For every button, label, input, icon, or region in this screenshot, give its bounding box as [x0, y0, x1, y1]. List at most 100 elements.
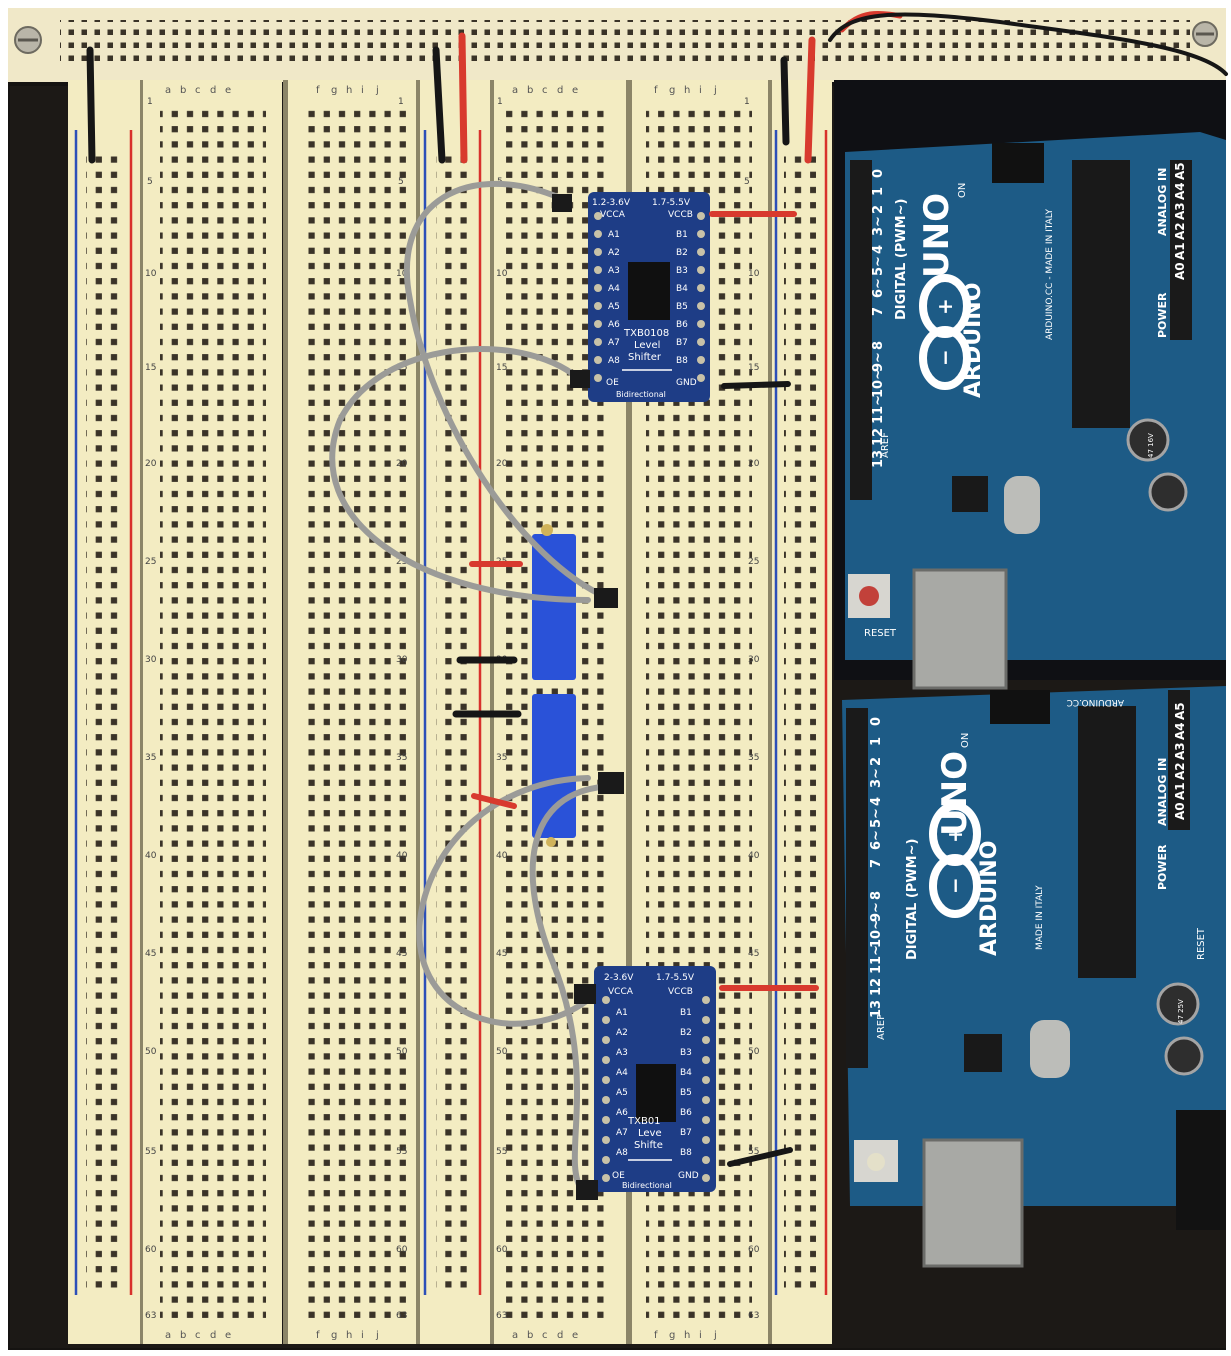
pin — [697, 284, 705, 292]
pin-label: 7 — [871, 307, 886, 316]
row-number: 45 — [396, 949, 407, 959]
pin-label: A1 — [608, 230, 620, 240]
pin-label: A5 — [1173, 702, 1187, 720]
pin — [702, 1016, 710, 1024]
row-number: 40 — [496, 851, 508, 861]
row-number: 30 — [396, 655, 408, 665]
logo-minus: − — [933, 349, 957, 366]
gnd-label: GND — [676, 378, 697, 388]
row-number: 5 — [744, 177, 750, 187]
digital-header — [846, 708, 868, 1068]
rail-holes — [86, 150, 118, 1290]
pin — [702, 1116, 710, 1124]
pin — [602, 1076, 610, 1084]
pin-label: 10~ — [871, 369, 886, 398]
capacitor-label: 47 16V — [1147, 433, 1155, 458]
row-number: 1 — [744, 97, 750, 107]
pin-label: 13 — [871, 450, 886, 468]
arduino-logo-icon: − + — [919, 274, 971, 390]
pin-label: B2 — [680, 1028, 692, 1038]
vcca-label: VCCA — [600, 210, 626, 220]
col-letter: h — [346, 85, 352, 96]
row-number: 10 — [748, 269, 760, 279]
arduino-brand: ARDUINO — [977, 841, 1002, 956]
pin-labels-a: A1 A2 A3 A4 A5 A6 A7 A8 — [608, 230, 620, 366]
col-letter: c — [542, 1330, 548, 1341]
pin-label: 5~ — [869, 808, 884, 828]
arduino-brand: ARDUINO — [961, 283, 986, 398]
uno-label: UNO — [935, 751, 975, 836]
wires — [86, 10, 1228, 1200]
capacitor — [1148, 472, 1188, 512]
jumper-housing — [552, 194, 572, 212]
atmega-chip — [1072, 160, 1130, 428]
pin-label: 10~ — [869, 919, 884, 948]
pin-label: A8 — [616, 1148, 628, 1158]
row-number: 1 — [147, 97, 153, 107]
row-number: 20 — [396, 459, 408, 469]
jumper-housing — [574, 984, 596, 1004]
rail-holes — [784, 150, 816, 1290]
pin-label: A3 — [1173, 202, 1187, 220]
col-letter: e — [225, 1330, 231, 1341]
supply-a-label: 2-3.6V — [604, 973, 634, 983]
pin-label: 1 — [871, 187, 886, 196]
pin-label: A1 — [1173, 242, 1187, 260]
pin — [702, 1056, 710, 1064]
rail-holes — [436, 150, 468, 1290]
pin — [602, 1096, 610, 1104]
pin-label: 11~ — [869, 945, 884, 974]
black-power-wire — [432, 46, 446, 164]
power-jack — [1176, 1110, 1226, 1230]
col-letter: d — [210, 1330, 216, 1341]
logo-right-ring — [919, 274, 971, 338]
usb-chip — [964, 1034, 1002, 1072]
gray-jumper-wire — [416, 775, 591, 1027]
pin-label: B3 — [676, 266, 688, 276]
bidirectional-label: Bidirectional — [616, 390, 666, 399]
supply-b-label: 1.7-5.5V — [652, 198, 691, 208]
seam — [140, 80, 143, 1344]
row-number: 45 — [748, 949, 759, 959]
bidirectional-label: Bidirectional — [622, 1181, 672, 1190]
gray-jumper-wire — [529, 783, 615, 1193]
row-number: 10 — [145, 269, 157, 279]
jumper-housing — [576, 1180, 598, 1200]
pin-label: 7 — [869, 859, 884, 868]
pin-label: 2 — [869, 757, 884, 766]
col-letter: h — [684, 85, 690, 96]
col-letter: b — [527, 1330, 533, 1341]
pin — [602, 996, 610, 1004]
col-letter: i — [361, 1330, 364, 1341]
board-name: Level — [634, 340, 660, 351]
pin-label: 2 — [871, 205, 886, 214]
pin-label: A5 — [616, 1088, 628, 1098]
reset-label: RESET — [864, 628, 897, 639]
pin-label: A5 — [608, 302, 620, 312]
pin-label: B3 — [680, 1048, 692, 1058]
power-label: POWER — [1156, 844, 1169, 890]
reset-button-cap — [867, 1153, 885, 1171]
trimpot — [532, 694, 576, 838]
pin-label: 9~ — [869, 902, 884, 922]
uno-label: UNO — [917, 193, 957, 278]
row-number: 10 — [396, 269, 408, 279]
pin-label: 13 — [869, 1000, 884, 1018]
crystal — [1004, 476, 1040, 534]
hole-field — [160, 104, 266, 1324]
gray-jumper-wire — [403, 181, 611, 601]
pin-label: B8 — [676, 356, 688, 366]
breadboard: a b c d e f g h i j a b c d e f g h i j … — [68, 80, 832, 1344]
col-letter: j — [713, 1330, 717, 1341]
pin-label: B6 — [680, 1108, 692, 1118]
logo-right-ring — [929, 802, 981, 866]
pin-label: 11~ — [871, 395, 886, 424]
pin — [702, 1156, 710, 1164]
pin-label: A0 — [1173, 802, 1187, 820]
pin-label: 9~ — [871, 352, 886, 372]
pin — [602, 1174, 610, 1182]
red-power-wire — [458, 32, 468, 164]
pin-label: B7 — [680, 1128, 692, 1138]
gray-jumper-wire — [329, 346, 591, 603]
pin — [594, 356, 602, 364]
